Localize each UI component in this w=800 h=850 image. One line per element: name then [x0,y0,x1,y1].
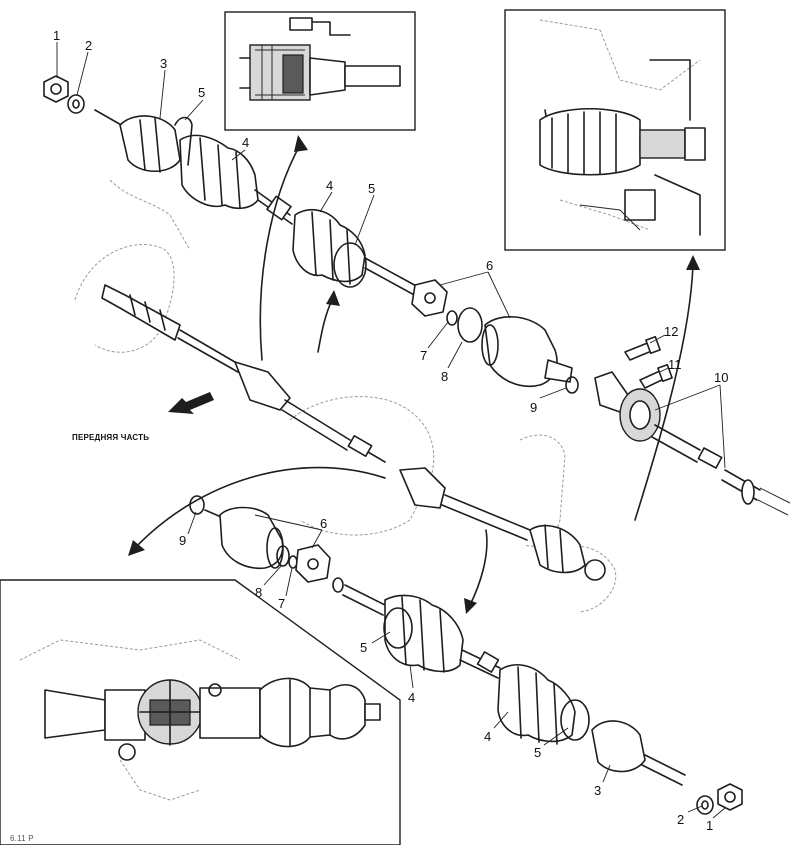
inset-inner-joint [224,11,416,131]
callout-6-top: 6 [486,258,493,273]
lower-left-exploded [189,495,331,583]
callout-4-top-b: 4 [326,178,333,193]
callout-1-bottom: 1 [706,818,713,833]
leader-lines [56,42,726,819]
outer-cv-joint-3b [591,720,646,773]
nut-1b [717,783,743,811]
callout-12: 12 [664,324,678,339]
callout-7-bottom: 7 [278,596,285,611]
ring-8b [276,545,290,567]
callout-11: 11 [668,357,682,372]
callout-8-bottom: 8 [255,585,262,600]
inset-outer-joint-hub [504,9,726,251]
callout-4-bottom-a: 4 [408,690,415,705]
inner-joint-housing-6b [219,506,284,570]
clamp-5 [174,116,193,166]
callout-1-top: 1 [53,28,60,43]
upper-shaft-assembly [43,75,579,394]
callout-6-bottom: 6 [320,516,327,531]
callout-5-bottom-b: 5 [534,745,541,760]
washer-2b [696,795,714,815]
washer-2 [67,94,85,114]
callout-4-top-a: 4 [242,135,249,150]
callout-4-bottom-b: 4 [484,729,491,744]
figure-number: 6.11 Р [10,834,34,843]
callout-2-bottom: 2 [677,812,684,827]
tripod-6 [411,279,448,317]
callout-3-top: 3 [160,56,167,71]
lower-assembled-shaft [399,467,606,581]
callout-7-top: 7 [420,348,427,363]
lower-exploded-shaft [332,577,743,815]
callout-5-top: 5 [198,85,205,100]
outer-cv-joint-3 [119,115,181,172]
ring-9 [565,376,579,394]
inset-transmission-joint [0,579,401,846]
callout-10: 10 [714,370,728,385]
callout-9-bottom: 9 [179,533,186,548]
front-direction-arrow [168,392,214,414]
tripod-6b [295,544,331,583]
ring-8 [457,307,483,343]
callout-5-top-b: 5 [368,181,375,196]
callout-labels: 1 2 3 5 4 4 5 6 7 8 9 12 11 10 9 6 8 7 5… [53,28,728,833]
callout-5-bottom-a: 5 [360,640,367,655]
clamp-5c [383,607,413,649]
front-direction-caption: ПЕРЕДНЯЯ ЧАСТЬ [72,433,149,442]
inner-boot-4 [292,209,366,283]
nut-1 [43,75,69,103]
callout-8-top: 8 [441,369,448,384]
clamp-5d [560,699,590,741]
motion-arrows [128,135,700,614]
clamp-5b [333,242,367,288]
callout-3-bottom: 3 [594,783,601,798]
callout-2-top: 2 [85,38,92,53]
hub-side-parts [594,335,791,516]
circlip-7 [446,310,458,326]
callout-9-top: 9 [530,400,537,415]
ring-9b [189,495,205,515]
assembled-shaft [101,284,386,463]
